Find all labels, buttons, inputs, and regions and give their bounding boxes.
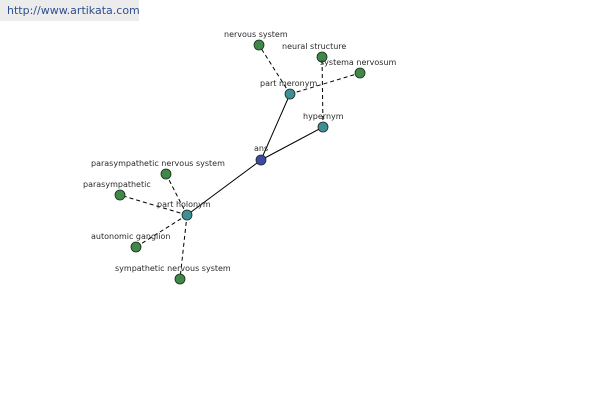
edge-hypernym-to-neural-structure — [321, 56, 324, 128]
node-nervous-system[interactable] — [253, 39, 265, 51]
nodes-layer — [114, 39, 366, 285]
edge-ans-to-part-holonym — [186, 159, 262, 216]
node-sympathetic-nervous-system[interactable] — [174, 273, 186, 285]
edge-part-holonym-to-sympathetic-nervous-system — [179, 214, 188, 280]
node-parasympathetic[interactable] — [114, 189, 126, 201]
edge-part-meronym-to-systema-nervosum — [289, 72, 361, 95]
node-part-holonym[interactable] — [181, 209, 193, 221]
label-nervous-system: nervous system — [224, 30, 288, 39]
edge-part-meronym-to-nervous-system — [258, 44, 291, 95]
edges-layer — [119, 44, 361, 280]
label-parasympathetic-nervous-system: parasympathetic nervous system — [91, 159, 225, 168]
label-neural-structure: neural structure — [282, 42, 346, 51]
edge-part-holonym-to-parasympathetic — [119, 194, 188, 216]
node-neural-structure[interactable] — [316, 51, 328, 63]
labels-layer: ans part meronym hypernym part holonym nervo… — [83, 30, 397, 273]
label-sympathetic-nervous-system: sympathetic nervous system — [115, 264, 231, 273]
label-parasympathetic: parasympathetic — [83, 180, 151, 189]
node-hypernym[interactable] — [317, 121, 329, 133]
label-part-meronym: part meronym — [260, 79, 317, 88]
edge-ans-to-part-meronym — [260, 93, 291, 161]
node-autonomic-ganglion[interactable] — [130, 241, 142, 253]
label-part-holonym: part holonym — [157, 200, 211, 209]
edge-part-holonym-to-autonomic-ganglion — [135, 214, 188, 248]
edge-ans-to-hypernym — [260, 126, 324, 161]
node-parasympathetic-nervous-system[interactable] — [160, 168, 172, 180]
node-ans[interactable] — [255, 154, 267, 166]
url-link[interactable]: http://www.artikata.com — [7, 4, 140, 17]
label-ans: ans — [254, 144, 268, 153]
label-autonomic-ganglion: autonomic ganglion — [91, 232, 170, 241]
url-banner: http://www.artikata.com — [0, 0, 140, 21]
node-systema-nervosum[interactable] — [354, 67, 366, 79]
label-hypernym: hypernym — [303, 112, 344, 121]
node-part-meronym[interactable] — [284, 88, 296, 100]
edge-part-holonym-to-parasympathetic-nervous-system — [165, 173, 188, 216]
label-systema-nervosum: systema nervosum — [320, 58, 397, 67]
